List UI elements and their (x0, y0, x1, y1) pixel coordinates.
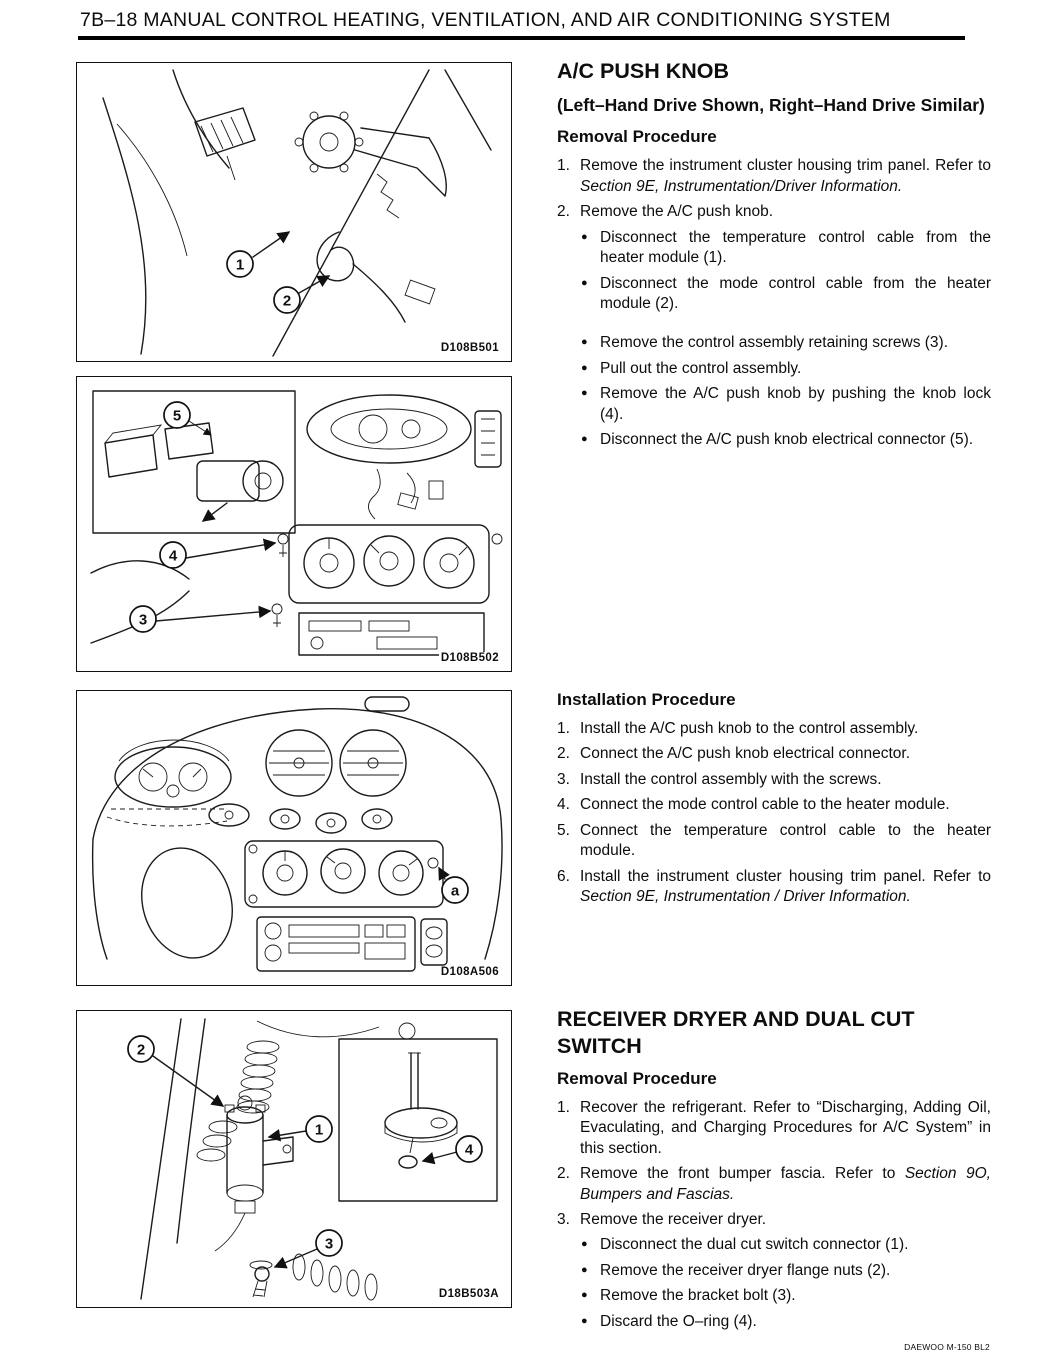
callout-4: 4 (455, 1135, 483, 1163)
section-receiver-dryer: RECEIVER DRYER AND DUAL CUT SWITCH Remov… (557, 1006, 991, 1337)
callout-2: 2 (273, 286, 301, 314)
procedure-step: 4.Connect the mode control cable to the … (557, 795, 991, 815)
procedure-step: 1.Recover the refrigerant. Refer to “Dis… (557, 1098, 991, 1157)
svg-text:3: 3 (139, 612, 147, 629)
procedure-step: 1.Install the A/C push knob to the contr… (557, 719, 991, 739)
bullet-icon: ● (581, 1238, 588, 1251)
bullet-item: ●Remove the receiver dryer flange nuts (… (581, 1261, 891, 1279)
bullet-item: ●Pull out the control assembly. (581, 359, 802, 377)
procedure-step: 2.Remove the front bumper fascia. Refer … (557, 1165, 991, 1203)
step-number: 3. (557, 1211, 570, 1229)
technical-illustration: 1 2 (102, 69, 492, 357)
technical-illustration: 2 1 3 4 (127, 1018, 498, 1301)
figure-code: D108B502 (438, 652, 501, 664)
bullet-item: ●Discard the O–ring (4). (581, 1312, 757, 1330)
installation-procedure-heading: Installation Procedure (557, 690, 736, 709)
removal-procedure-heading: Removal Procedure (557, 127, 717, 147)
bullet-icon: ● (581, 361, 588, 374)
step-number: 6. (557, 867, 570, 885)
figure-receiver-dryer: 2 1 3 4 D18B503A (76, 1010, 512, 1308)
procedure-step: 6.Install the instrument cluster housing… (557, 867, 991, 906)
step-number: 2. (557, 1165, 570, 1183)
section-title: RECEIVER DRYER AND DUAL CUT SWITCH (557, 1007, 915, 1058)
callout-4: 4 (159, 541, 187, 569)
svg-text:1: 1 (236, 257, 244, 274)
callout-3: 3 (129, 605, 157, 633)
section-subtitle: (Left–Hand Drive Shown, Right–Hand Drive… (557, 94, 985, 115)
callout-3: 3 (315, 1229, 343, 1257)
section-reference: Section 9E, Instrumentation/Driver Infor… (580, 177, 903, 195)
svg-text:4: 4 (465, 1142, 474, 1159)
bullet-item: ●Disconnect the mode control cable from … (581, 274, 991, 312)
section-title: A/C PUSH KNOB (557, 59, 730, 83)
bullet-icon: ● (581, 387, 588, 400)
svg-text:3: 3 (325, 1236, 333, 1253)
bullet-icon: ● (581, 230, 588, 243)
step-number: 3. (557, 770, 570, 788)
svg-text:5: 5 (173, 408, 181, 425)
step-number: 1. (557, 1098, 570, 1116)
step-number: 5. (557, 821, 570, 839)
section-reference: Section 9O, Bumpers and Fascias. (580, 1165, 991, 1203)
step-number: 1. (557, 720, 570, 737)
svg-text:2: 2 (283, 293, 291, 310)
bullet-item: ●Remove the control assembly retaining s… (581, 334, 949, 352)
figure-control-assembly: 5 4 (76, 376, 512, 672)
bullet-item: ●Remove the bracket bolt (3). (581, 1287, 796, 1305)
bullet-item: ●Disconnect the temperature control cabl… (581, 228, 991, 267)
technical-illustration: a (91, 696, 503, 972)
step-number: 1. (557, 157, 570, 175)
callout-1: 1 (305, 1115, 333, 1143)
procedure-step: 3.Remove the receiver dryer. (557, 1210, 991, 1230)
header-rule (78, 36, 965, 40)
section-reference: Section 9E, Instrumentation / Driver Inf… (580, 888, 911, 906)
figure-code: D18B503A (436, 1288, 501, 1300)
bullet-item: ●Disconnect the dual cut switch connecto… (581, 1236, 909, 1254)
svg-text:4: 4 (169, 548, 178, 565)
section-ac-push-knob: A/C PUSH KNOB (Left–Hand Drive Shown, Ri… (557, 58, 991, 456)
svg-text:2: 2 (137, 1042, 145, 1059)
figure-dashboard-overview: a D108A506 (76, 690, 512, 986)
bullet-icon: ● (581, 1314, 588, 1327)
page-footer: DAEWOO M-150 BL2 (904, 1342, 990, 1352)
removal-procedure-heading: Removal Procedure (557, 1068, 717, 1088)
figure-code: D108A506 (438, 966, 501, 978)
bullet-icon: ● (581, 336, 588, 349)
figure-heater-module-cables: 1 2 D108B501 (76, 62, 512, 362)
bullet-icon: ● (581, 276, 588, 289)
step-number: 2. (557, 203, 570, 221)
callout-1: 1 (226, 250, 254, 278)
procedure-step: 3.Install the control assembly with the … (557, 770, 991, 790)
procedure-step: 1.Remove the instrument cluster housing … (557, 157, 991, 195)
section-installation: Installation Procedure 1.Install the A/C… (557, 682, 991, 913)
bullet-item: ●Remove the A/C push knob by pushing the… (581, 385, 991, 423)
figure-code: D108B501 (438, 342, 501, 354)
svg-text:1: 1 (315, 1122, 323, 1139)
bullet-icon: ● (581, 1289, 588, 1302)
procedure-step: 2.Connect the A/C push knob electrical c… (557, 744, 991, 764)
step-number: 2. (557, 745, 570, 763)
bullet-item: ●Disconnect the A/C push knob electrical… (581, 431, 974, 449)
procedure-step: 5.Connect the temperature control cable … (557, 821, 991, 860)
bullet-icon: ● (581, 1263, 588, 1276)
callout-2: 2 (127, 1035, 155, 1063)
step-number: 4. (557, 796, 570, 814)
svg-text:a: a (451, 883, 460, 900)
bullet-icon: ● (581, 433, 588, 446)
procedure-step: 2.Remove the A/C push knob. (557, 202, 991, 222)
page-header-title: 7B–18 MANUAL CONTROL HEATING, VENTILATIO… (80, 9, 891, 31)
callout-5: 5 (163, 401, 191, 429)
technical-illustration: 5 4 (90, 390, 503, 656)
callout-a: a (441, 876, 469, 904)
